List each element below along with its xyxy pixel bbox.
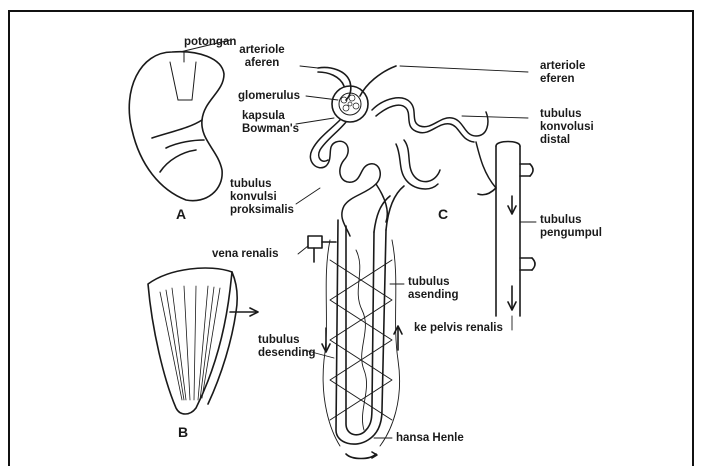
- vasa-recta: [323, 240, 399, 446]
- label-vena-renalis: vena renalis: [212, 248, 278, 261]
- label-arteriole-eferen: arteriole eferen: [540, 60, 585, 86]
- label-kapsula-line2: Bowman's: [242, 123, 299, 136]
- label-b: B: [178, 426, 188, 439]
- label-arteriole-eferen-line1: arteriole: [540, 60, 585, 73]
- label-tubulus-asending: tubulus asending: [408, 276, 458, 302]
- label-arteriole-aferen-line1: arteriole: [232, 44, 292, 57]
- label-a: A: [176, 208, 186, 221]
- collecting-duct: [478, 142, 535, 317]
- leader-lines: [180, 40, 536, 438]
- label-tubulus-proksimal-line2: konvulsi: [230, 191, 294, 204]
- label-hansa-henle: hansa Henle: [396, 432, 464, 445]
- distal-tubule: [372, 98, 496, 189]
- label-pengumpul-line2: pengumpul: [540, 227, 602, 240]
- label-kapsula-bowman: kapsula Bowman's: [242, 110, 299, 136]
- label-kapsula-line1: kapsula: [242, 110, 299, 123]
- label-asending-line2: asending: [408, 289, 458, 302]
- label-arteriole-aferen: arteriole aferen: [232, 44, 292, 70]
- proximal-tubule: [310, 120, 387, 236]
- flow-arrows: [322, 326, 402, 459]
- label-tubulus-proksimal-line3: proksimalis: [230, 204, 294, 217]
- renal-vein: [308, 236, 336, 262]
- label-tubulus-proksimal-line1: tubulus: [230, 178, 294, 191]
- label-glomerulus: glomerulus: [238, 90, 300, 103]
- label-pengumpul-line1: tubulus: [540, 214, 602, 227]
- label-ke-pelvis-renalis: ke pelvis renalis: [414, 322, 503, 335]
- label-c: C: [438, 208, 448, 221]
- label-tubulus-distal-line2: konvolusi: [540, 121, 594, 134]
- kidney-section-wedge: [170, 52, 196, 100]
- label-arteriole-eferen-line2: eferen: [540, 73, 585, 86]
- label-asending-line1: tubulus: [408, 276, 458, 289]
- label-arteriole-aferen-line2: aferen: [232, 57, 292, 70]
- label-potongan: potongan: [184, 36, 236, 49]
- label-tubulus-desending: tubulus desending: [258, 334, 316, 360]
- label-tubulus-pengumpul: tubulus pengumpul: [540, 214, 602, 240]
- label-desending-line1: tubulus: [258, 334, 316, 347]
- label-desending-line2: desending: [258, 347, 316, 360]
- label-tubulus-distal: tubulus konvolusi distal: [540, 108, 594, 147]
- kidney-outline: [129, 52, 224, 201]
- label-tubulus-distal-line1: tubulus: [540, 108, 594, 121]
- label-tubulus-proksimal: tubulus konvulsi proksimalis: [230, 178, 294, 217]
- label-tubulus-distal-line3: distal: [540, 134, 594, 147]
- pyramid-section: [148, 268, 258, 414]
